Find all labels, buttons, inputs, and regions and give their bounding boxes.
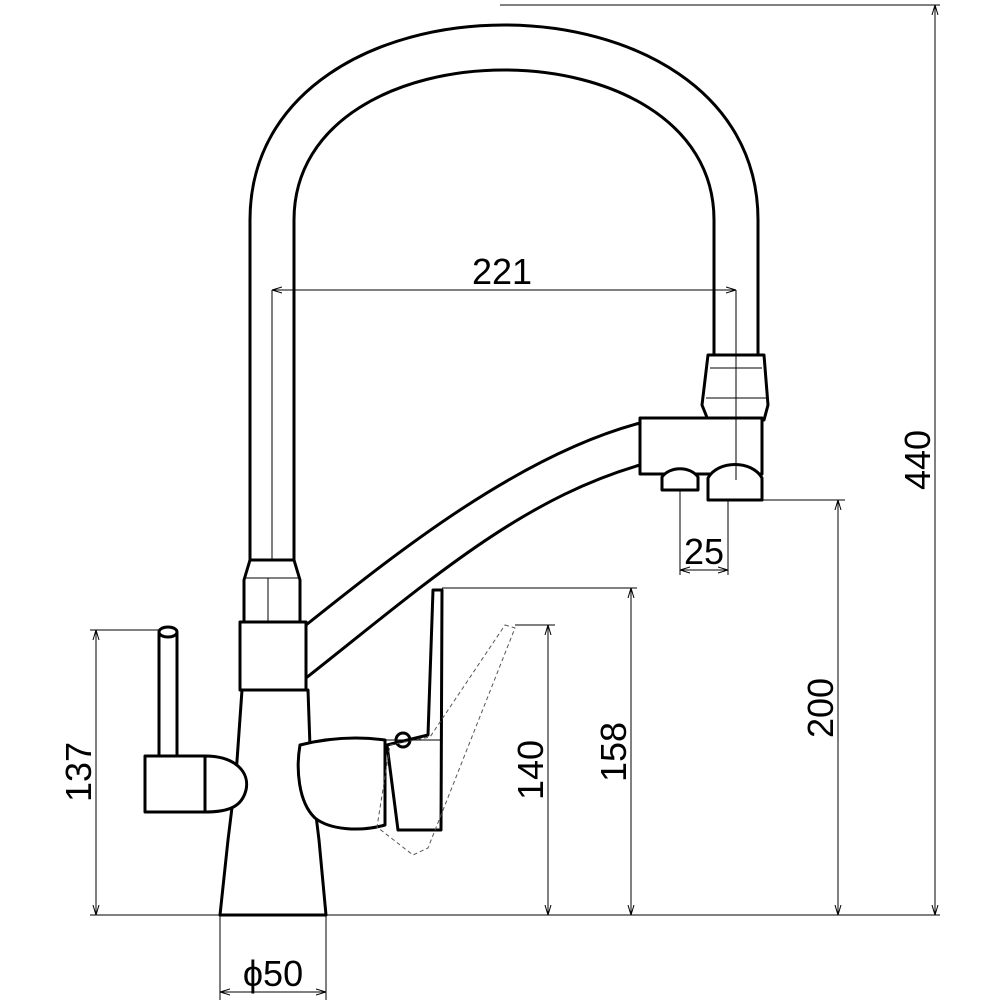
filtered-water-outlet [660, 467, 700, 492]
dim-label-158: 158 [593, 722, 634, 782]
swivel-spout-arm [304, 421, 642, 680]
dim-label-137: 137 [58, 742, 99, 802]
gooseneck-hose [248, 23, 760, 567]
mixer-lever-handle [385, 588, 444, 832]
dim-label-140: 140 [510, 740, 551, 800]
dim-label-25: 25 [684, 531, 724, 572]
filter-handle-tip [157, 625, 179, 639]
hose-ferrule-upper [700, 353, 770, 422]
dim-label-440: 440 [897, 430, 938, 490]
dim-label-50: ϕ50 [243, 953, 303, 994]
faucet-neck-collar [238, 620, 308, 692]
filter-handle-joint [203, 754, 249, 814]
dim-label-200: 200 [800, 678, 841, 738]
lever-tilted-position [376, 624, 516, 856]
filter-handle-body [143, 754, 207, 814]
mixer-lever-housing [296, 736, 387, 831]
filter-handle-stem [157, 632, 179, 758]
dim-label-221: 221 [472, 251, 532, 292]
hose-ferrule-lower [242, 558, 302, 624]
mixed-water-outlet [706, 463, 764, 502]
